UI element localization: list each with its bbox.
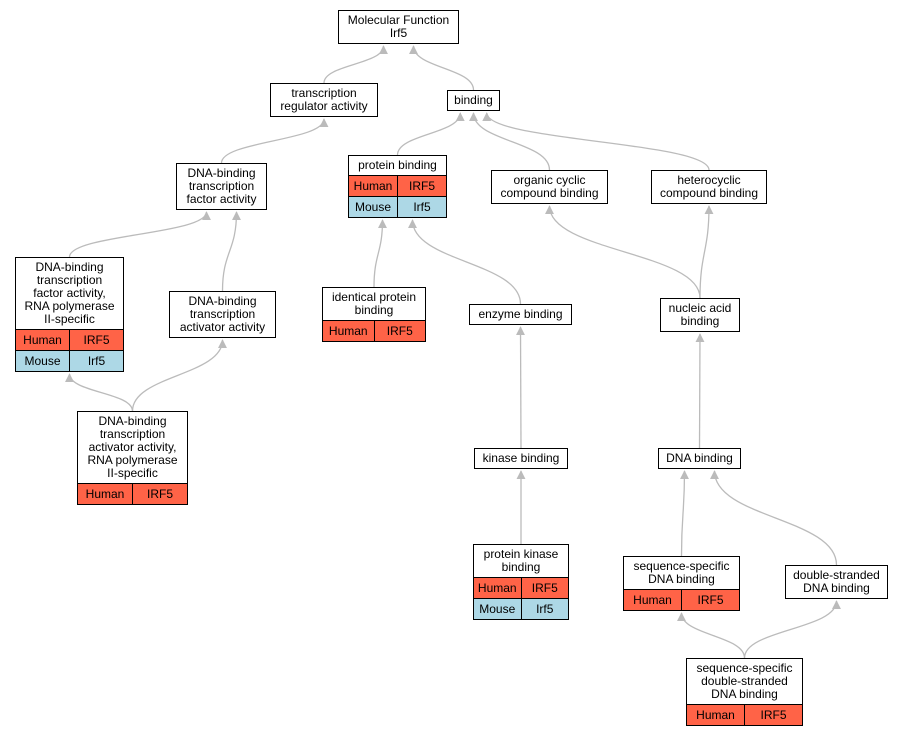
annotation-row: Human IRF5 — [323, 320, 425, 341]
edge-dbta_pol2-to-dbtf_pol2 — [64, 373, 134, 412]
annotation-row: Mouse Irf5 — [349, 196, 446, 217]
edge-nucleic_acid-to-heterocyclic — [699, 205, 714, 299]
node-title: Molecular Function Irf5 — [347, 13, 450, 40]
node-dna-binding-tf-rna-pol-ii[interactable]: DNA-binding transcription factor activit… — [15, 257, 124, 372]
organism-label: Human — [85, 487, 125, 501]
organism-label: Mouse — [479, 602, 516, 616]
node-molecular-function[interactable]: Molecular Function Irf5 — [338, 10, 459, 44]
node-binding[interactable]: binding — [447, 90, 500, 111]
node-transcription-regulator-activity[interactable]: transcription regulator activity — [270, 83, 378, 117]
gene-label: IRF5 — [520, 578, 569, 598]
node-title: protein binding — [358, 158, 437, 172]
node-title: heterocyclic compound binding — [659, 173, 759, 200]
node-organic-cyclic-compound-binding[interactable]: organic cyclic compound binding — [491, 170, 608, 204]
node-title: transcription regulator activity — [280, 86, 368, 113]
organism-label: Human — [633, 593, 672, 607]
node-dna-binding-ta-rna-pol-ii[interactable]: DNA-binding transcription activator acti… — [77, 411, 188, 505]
edge-dbtf-to-transcription_regulator — [220, 118, 329, 164]
edge-seq_ds-to-seq_specific — [676, 612, 746, 659]
edge-binding-to-molecular_function — [408, 45, 475, 91]
node-title: sequence-specific double-stranded DNA bi… — [696, 661, 793, 701]
node-title: DNA-binding transcription factor activit… — [186, 166, 257, 206]
gene-label: IRF5 — [397, 176, 446, 196]
edge-protein_binding-to-binding — [396, 112, 465, 156]
gene-label: Irf5 — [520, 599, 569, 619]
node-sequence-specific-double-stranded-dna-binding[interactable]: sequence-specific double-stranded DNA bi… — [686, 658, 803, 726]
organism-label: Mouse — [354, 200, 392, 214]
organism-label: Human — [23, 333, 62, 347]
edge-organic_cyclic-to-binding — [468, 112, 551, 171]
edge-dbta-to-dbtf — [221, 211, 242, 292]
node-title: binding — [454, 93, 493, 107]
node-heterocyclic-compound-binding[interactable]: heterocyclic compound binding — [651, 170, 767, 204]
node-title: kinase binding — [482, 451, 560, 465]
organism-label: Mouse — [24, 354, 61, 368]
annotation-row: Mouse Irf5 — [474, 598, 568, 619]
annotation-row: Mouse Irf5 — [16, 350, 123, 371]
annotation-row: Human IRF5 — [78, 483, 187, 504]
node-nucleic-acid-binding[interactable]: nucleic acid binding — [660, 298, 740, 332]
node-dna-binding[interactable]: DNA binding — [658, 448, 741, 469]
node-title: sequence-specific DNA binding — [633, 559, 730, 586]
gene-label: Irf5 — [397, 197, 446, 217]
edge-heterocyclic-to-binding — [482, 112, 710, 171]
organism-label: Human — [328, 324, 368, 338]
node-title: nucleic acid binding — [668, 301, 732, 328]
gene-label: IRF5 — [373, 321, 426, 341]
gene-label: IRF5 — [681, 590, 739, 610]
node-title: organic cyclic compound binding — [500, 173, 599, 200]
organism-label: Human — [477, 581, 517, 595]
node-title: DNA-binding transcription factor activit… — [24, 260, 115, 326]
gene-label: Irf5 — [69, 351, 123, 371]
edge-kinase_binding-to-enzyme_binding — [515, 326, 526, 449]
node-title: DNA binding — [666, 451, 733, 465]
gene-label: IRF5 — [132, 484, 187, 504]
node-double-stranded-dna-binding[interactable]: double-stranded DNA binding — [785, 565, 888, 599]
edge-dbta_pol2-to-dbta — [131, 339, 228, 412]
annotation-row: Human IRF5 — [349, 175, 446, 196]
node-title: protein kinase binding — [483, 547, 559, 574]
edge-ds_dna-to-dna_binding — [709, 470, 838, 566]
edge-transcription_regulator-to-molecular_function — [323, 45, 389, 84]
edge-seq_ds-to-ds_dna — [743, 600, 842, 659]
gene-label: IRF5 — [744, 705, 802, 725]
node-dna-binding-transcription-activator-activity[interactable]: DNA-binding transcription activator acti… — [169, 291, 276, 338]
node-title: DNA-binding transcription activator acti… — [179, 294, 266, 334]
organism-label: Human — [353, 179, 393, 193]
edge-seq_specific-to-dna_binding — [679, 470, 690, 557]
node-title: identical protein binding — [331, 290, 417, 317]
annotation-row: Human IRF5 — [687, 704, 802, 725]
edge-identical_protein-to-protein_binding — [373, 219, 388, 288]
organism-label: Human — [696, 708, 735, 722]
node-kinase-binding[interactable]: kinase binding — [474, 448, 568, 469]
annotation-row: Human IRF5 — [16, 329, 123, 350]
edge-dbtf_pol2-to-dbtf — [68, 211, 212, 258]
edge-nucleic_acid-to-organic_cyclic — [544, 205, 701, 299]
edge-enzyme_binding-to-protein_binding — [407, 219, 522, 305]
edge-dna_binding-to-nucleic_acid — [695, 333, 705, 449]
node-title: enzyme binding — [478, 307, 563, 321]
node-title: double-stranded DNA binding — [793, 568, 880, 595]
gene-label: IRF5 — [69, 330, 123, 350]
annotation-row: Human IRF5 — [624, 589, 739, 610]
node-enzyme-binding[interactable]: enzyme binding — [469, 304, 572, 325]
node-title: DNA-binding transcription activator acti… — [87, 414, 178, 480]
node-dna-binding-transcription-factor-activity[interactable]: DNA-binding transcription factor activit… — [176, 163, 267, 210]
